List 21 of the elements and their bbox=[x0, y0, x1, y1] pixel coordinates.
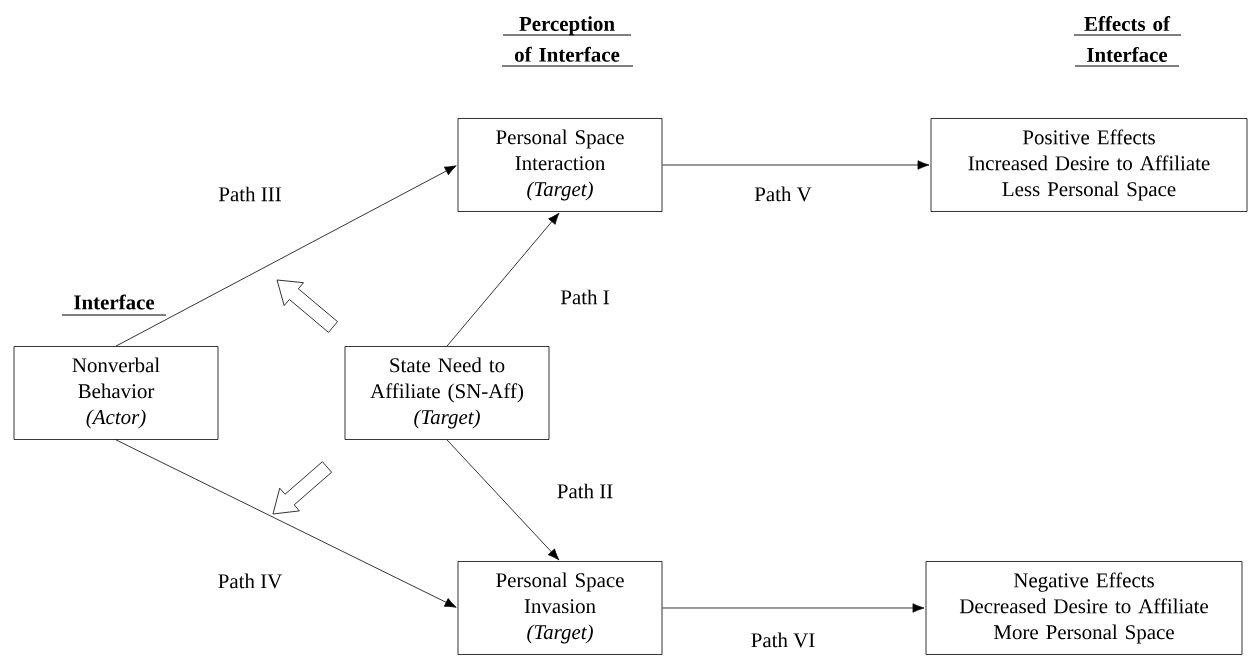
arrow bbox=[115, 165, 457, 347]
edge-label: Path III bbox=[217, 185, 283, 203]
edge-label: Path VI bbox=[749, 631, 817, 649]
arrow bbox=[115, 439, 457, 608]
box: Positive Effects Increased Desire to Affiliate Less Personal Space bbox=[930, 118, 1248, 212]
edge-label: Path II bbox=[555, 482, 615, 500]
edge-label: Path I bbox=[559, 288, 611, 306]
box: Personal Space Invasion (Target) bbox=[457, 561, 663, 655]
box: Negative Effects Decreased Desire to Affiliate More Personal Space bbox=[925, 561, 1243, 655]
arrow bbox=[662, 160, 930, 170]
edge-label: Path V bbox=[753, 185, 813, 203]
box: Personal Space Interaction (Target) bbox=[457, 118, 663, 212]
box: Nonverbal Behavior (Actor) bbox=[13, 346, 219, 440]
arrow bbox=[662, 603, 925, 613]
column-heading: Effects of Interface bbox=[1073, 16, 1182, 67]
column-heading: Interface bbox=[61, 294, 167, 316]
box: State Need to Affiliate (SN-Aff) (Target) bbox=[344, 346, 550, 440]
arrow bbox=[446, 439, 560, 561]
column-heading: Perception of Interface bbox=[501, 16, 634, 67]
arrow bbox=[446, 212, 560, 347]
edge-label: Path IV bbox=[216, 572, 284, 590]
